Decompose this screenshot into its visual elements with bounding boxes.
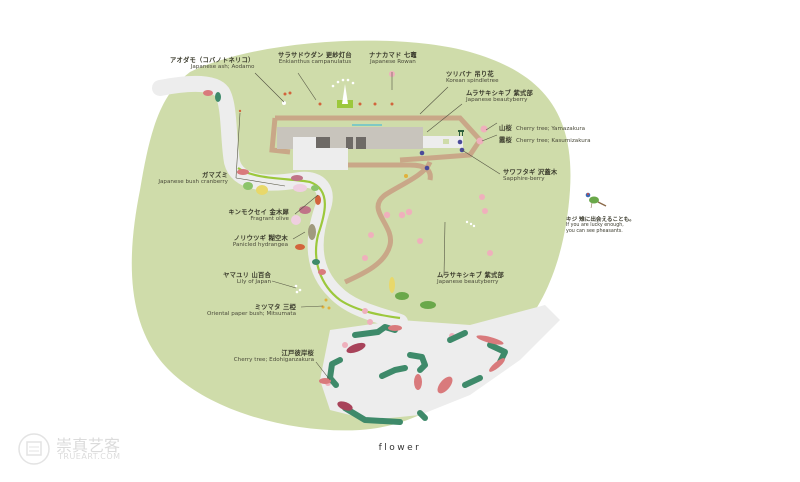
- flower-beds-left: [203, 90, 436, 309]
- shrine-icon: [458, 130, 464, 136]
- tree-markers: [238, 91, 394, 113]
- fountain-icon: [342, 84, 348, 104]
- watermark-subtitle: TRUEART.COM: [58, 452, 121, 461]
- label-en: Fragrant olive: [250, 216, 289, 223]
- label-jp: ナナカマド 七竈: [369, 52, 417, 59]
- pheasant-note: キジ 雉に出会えることも。 If you are lucky enough, y…: [566, 215, 635, 235]
- map-caption: flower: [378, 443, 422, 453]
- label-en: Japanese bush cranberry: [158, 179, 228, 186]
- label-jp: ムラサキシキブ 紫式部: [437, 272, 505, 279]
- dirt-path-winding: [343, 160, 433, 285]
- label-nanakamado: ナナカマド 七竈 Japanese Rowan: [369, 52, 417, 66]
- label-en: Japanese beautyberry: [437, 279, 499, 286]
- label-en: Japanese beautyberry: [466, 97, 528, 104]
- label-en: Cherry tree; Kasumizakura: [516, 138, 591, 144]
- label-sarasadoudan: サラサドウダン 更紗灯台 Enkianthus campanulatus: [278, 52, 352, 66]
- label-en: Oriental paper bush; Mitsumata: [207, 311, 296, 318]
- pheasant-note-en-2: you can see pheasants.: [566, 228, 623, 234]
- label-gamazumi: ガマズミ Japanese bush cranberry: [158, 172, 228, 186]
- label-en: Cherry tree; Edohiganzakura: [233, 357, 314, 364]
- terrace-square: [443, 139, 449, 144]
- label-jp: ノリウツギ 糊空木: [233, 235, 288, 242]
- label-jp: アオダモ（コバノトネリコ）: [170, 57, 255, 64]
- cherry-blossom-markers: [325, 71, 493, 386]
- label-sawafutagi: サワフタギ 沢蓋木 Sapphire-berry: [503, 169, 557, 183]
- label-jp: サワフタギ 沢蓋木: [503, 169, 558, 176]
- plaza-flower-beds: [319, 325, 505, 411]
- label-en: Panicled hydrangea: [232, 242, 288, 249]
- label-en: Japanese Rowan: [370, 59, 416, 66]
- label-murasakishikibu-bottom: ムラサキシキブ 紫式部 Japanese beautyberry: [437, 272, 504, 286]
- fountain-spray: [331, 78, 355, 88]
- building-entrance: [293, 137, 323, 149]
- label-en: Korean spindletree: [446, 78, 499, 85]
- label-jp: ガマズミ: [202, 172, 228, 179]
- leader-lines: [235, 72, 501, 381]
- label-jp: 霞桜: [499, 137, 512, 144]
- label-en: Cherry tree; Yamazakura: [516, 126, 586, 132]
- label-en: Lily of Japan: [236, 279, 271, 286]
- pheasant-icon: [585, 192, 607, 209]
- watermark-title: 崇真艺客: [56, 436, 121, 455]
- building-window: [346, 137, 353, 149]
- dirt-path-left: [269, 117, 291, 155]
- label-jp: ムラサキシキブ 紫式部: [466, 90, 534, 97]
- label-aodamo: アオダモ（コバノトネリコ） Japanese ash; Aodamo: [170, 57, 254, 71]
- label-en: Enkianthus campanulatus: [278, 59, 352, 66]
- label-jp: ツリバナ 吊り花: [446, 71, 494, 78]
- label-en: Japanese ash; Aodamo: [190, 64, 255, 71]
- building-window: [316, 137, 330, 149]
- building-roof-line: [352, 124, 382, 126]
- label-jp: 山桜: [499, 125, 512, 132]
- dirt-path-loop: [275, 115, 484, 163]
- building-window: [356, 137, 366, 149]
- aodamo-marker: [282, 101, 286, 105]
- pheasant-note-en-1: If you are lucky enough,: [566, 223, 624, 228]
- label-jp: ヤマユリ 山百合: [223, 272, 271, 279]
- label-mitsumata: ミツマタ 三椏 Oriental paper bush; Mitsumata: [207, 304, 296, 318]
- label-murasakishikibu-top: ムラサキシキブ 紫式部 Japanese beautyberry: [466, 90, 533, 104]
- label-kasumizakura: 霞桜 Cherry tree; Kasumizakura: [499, 128, 591, 146]
- label-yamazakura: 山桜 Cherry tree; Yamazakura: [499, 116, 585, 134]
- label-jp: ミツマタ 三椏: [254, 304, 296, 311]
- mitsumata-markers: [321, 174, 408, 310]
- chat-bubble-icon: [18, 433, 50, 465]
- label-jp: キンモクセイ 金木犀: [228, 209, 289, 216]
- label-jp: サラサドウダン 更紗灯台: [278, 52, 352, 59]
- lily-markers: [294, 220, 476, 294]
- label-kinmokusei: キンモクセイ 金木犀 Fragrant olive: [228, 209, 289, 223]
- label-jp: 江戸彼岸桜: [281, 350, 314, 357]
- pheasant-note-jp: キジ 雉に出会えることも。: [566, 217, 635, 223]
- label-edohigan: 江戸彼岸桜 Cherry tree; Edohiganzakura: [234, 350, 314, 364]
- courtyard: [293, 148, 348, 170]
- label-en: Sapphire-berry: [503, 176, 545, 183]
- label-tsuribana: ツリバナ 吊り花 Korean spindletree: [446, 71, 499, 85]
- lime-edge: [237, 167, 401, 320]
- label-yamayuri: ヤマユリ 山百合 Lily of Japan: [223, 272, 271, 286]
- label-noriutsugi: ノリウツギ 糊空木 Panicled hydrangea: [233, 235, 288, 249]
